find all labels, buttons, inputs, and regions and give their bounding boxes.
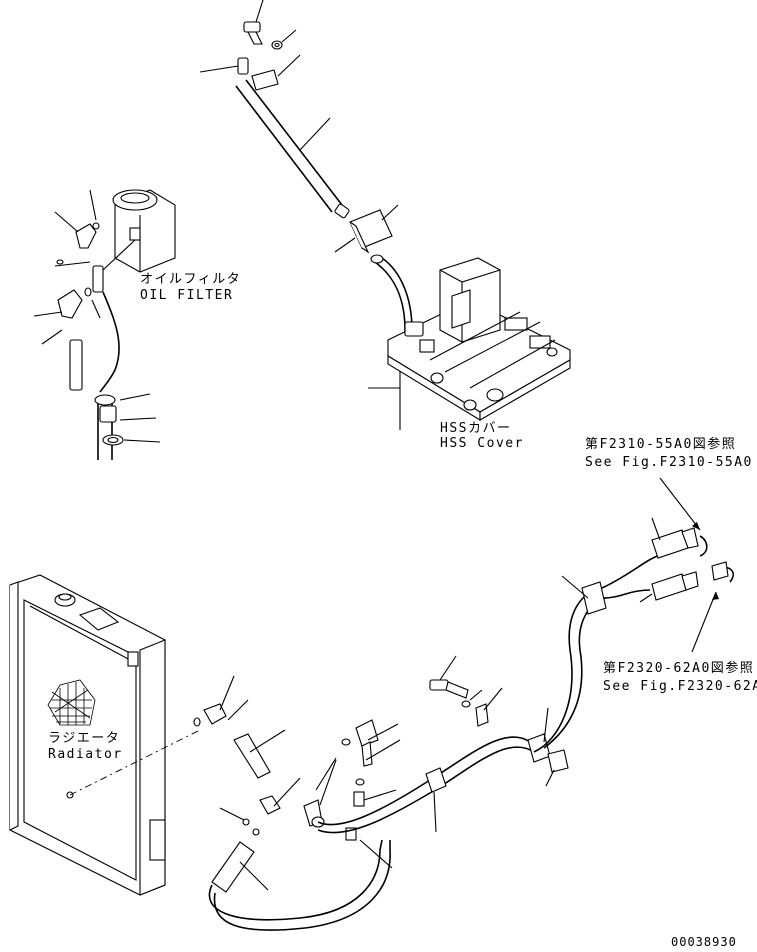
- top-pipe-assembly: [199, 0, 413, 430]
- reference-label-1: 第F2310-55A0図参照 See Fig.F2310-55A0: [585, 436, 753, 470]
- hss-cover-label-en: HSS Cover: [440, 436, 524, 451]
- ref2-label-en: See Fig.F2320-62A0: [603, 679, 757, 694]
- reference-arrow-1: [659, 477, 701, 531]
- oil-filter-assembly: [33, 189, 176, 460]
- ref2-label-jp: 第F2320-62A0図参照: [603, 660, 754, 676]
- hss-cover-part: [387, 257, 571, 421]
- ref1-label-jp: 第F2310-55A0図参照: [585, 436, 736, 452]
- drawing-number: 00038930: [671, 935, 737, 949]
- radiator-hatch-icon: [47, 679, 96, 726]
- oil-filter-label-jp: オイルフィルタ: [140, 272, 241, 287]
- ref1-label-en: See Fig.F2310-55A0: [585, 455, 753, 470]
- bottom-fittings: [193, 517, 734, 931]
- oil-filter-label-en: OIL FILTER: [140, 288, 233, 303]
- oil-filter-label: オイルフィルタ OIL FILTER: [140, 272, 241, 303]
- reference-label-2: 第F2320-62A0図参照 See Fig.F2320-62A0: [603, 660, 757, 694]
- reference-arrow-2: [691, 591, 719, 653]
- radiator-label-en: Radiator: [48, 747, 123, 762]
- radiator-label: ラジエータ Radiator: [48, 731, 123, 762]
- hss-cover-label: HSSカバー HSS Cover: [440, 421, 524, 451]
- radiator-label-jp: ラジエータ: [48, 731, 120, 746]
- hss-cover-label-jp: HSSカバー: [440, 421, 511, 436]
- radiator-part: [9, 574, 166, 896]
- centerline: [69, 729, 201, 796]
